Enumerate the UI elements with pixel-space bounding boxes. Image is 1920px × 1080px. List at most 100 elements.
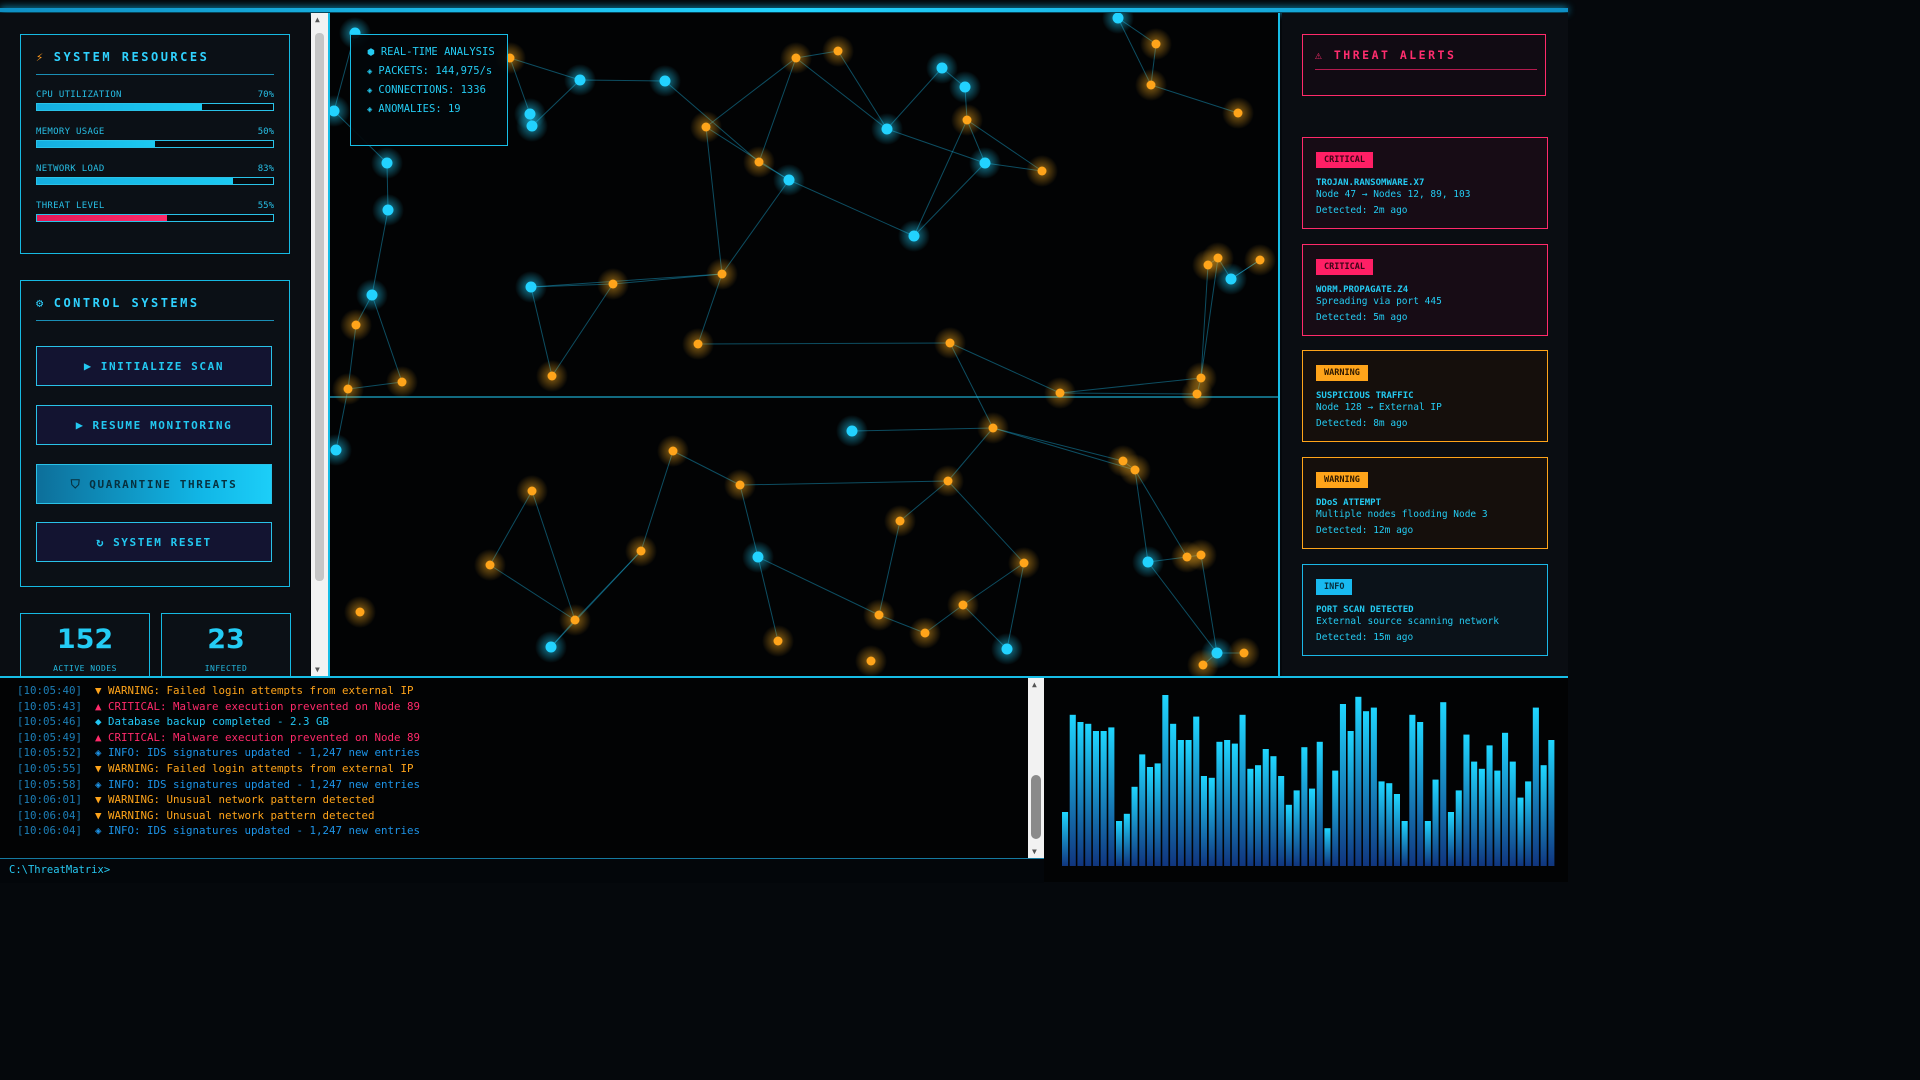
scrollbar-thumb[interactable] bbox=[315, 33, 324, 581]
log-entry: [10:06:01] ▼ WARNING: Unusual network pa… bbox=[17, 792, 375, 807]
active-node[interactable] bbox=[949, 71, 981, 103]
active-node[interactable] bbox=[871, 113, 903, 145]
active-node[interactable] bbox=[969, 147, 1001, 179]
spectrum-bar bbox=[1200, 776, 1207, 866]
infected-node[interactable] bbox=[682, 328, 714, 360]
command-line[interactable]: C:\ThreatMatrix> bbox=[0, 858, 1044, 883]
infected-node[interactable] bbox=[932, 465, 964, 497]
infected-node[interactable] bbox=[1192, 249, 1224, 281]
infected-node[interactable] bbox=[1135, 69, 1167, 101]
infected-node[interactable] bbox=[934, 327, 966, 359]
log-entry: [10:06:04] ▼ WARNING: Unusual network pa… bbox=[17, 808, 375, 823]
infected-node[interactable] bbox=[822, 35, 854, 67]
active-node[interactable] bbox=[1102, 13, 1134, 34]
console-scrollbar[interactable]: ▲ ▼ bbox=[1028, 678, 1044, 858]
scroll-up-icon[interactable]: ▲ bbox=[315, 15, 320, 24]
infected-node[interactable] bbox=[1044, 377, 1076, 409]
spectrum-bar bbox=[1548, 740, 1555, 866]
network-visualization[interactable]: ⬢REAL-TIME ANALYSIS◈PACKETS: 144,975/s◈C… bbox=[328, 13, 1280, 676]
scroll-up-icon[interactable]: ▲ bbox=[1032, 680, 1037, 689]
command-prompt[interactable]: C:\ThreatMatrix> bbox=[9, 864, 111, 876]
log-entry: [10:05:43] ▲ CRITICAL: Malware execution… bbox=[17, 699, 420, 714]
infected-node[interactable] bbox=[1008, 547, 1040, 579]
initialize-scan-button[interactable]: ▶INITIALIZE SCAN bbox=[36, 346, 272, 386]
infected-node[interactable] bbox=[884, 505, 916, 537]
active-node[interactable] bbox=[898, 220, 930, 252]
active-node[interactable] bbox=[742, 541, 774, 573]
spectrum-bar bbox=[1355, 696, 1362, 866]
active-node[interactable] bbox=[991, 633, 1023, 665]
active-node[interactable] bbox=[371, 147, 403, 179]
infected-node[interactable] bbox=[706, 258, 738, 290]
network-link bbox=[550, 550, 642, 648]
console-log: [10:05:40] ▼ WARNING: Failed login attem… bbox=[0, 678, 1028, 858]
infected-node[interactable] bbox=[1222, 97, 1254, 129]
active-node[interactable] bbox=[564, 64, 596, 96]
infected-node[interactable] bbox=[344, 596, 376, 628]
infected-node[interactable] bbox=[1228, 637, 1260, 669]
infected-node[interactable] bbox=[762, 625, 794, 657]
active-node[interactable] bbox=[516, 110, 548, 142]
infected-node[interactable] bbox=[625, 535, 657, 567]
infected-node[interactable] bbox=[474, 549, 506, 581]
scroll-down-icon[interactable]: ▼ bbox=[315, 665, 320, 674]
infected-node[interactable] bbox=[951, 104, 983, 136]
infected-node[interactable] bbox=[690, 111, 722, 143]
infected-node[interactable] bbox=[536, 360, 568, 392]
infected-node[interactable] bbox=[1181, 378, 1213, 410]
infected-node[interactable] bbox=[780, 42, 812, 74]
scroll-down-icon[interactable]: ▼ bbox=[1032, 847, 1037, 856]
active-node[interactable] bbox=[773, 164, 805, 196]
infected-node[interactable] bbox=[1119, 454, 1151, 486]
spectrum-bar bbox=[1309, 788, 1316, 866]
infected-node[interactable] bbox=[597, 268, 629, 300]
infected-node[interactable] bbox=[1244, 244, 1276, 276]
infected-node[interactable] bbox=[332, 373, 364, 405]
infected-node[interactable] bbox=[1026, 155, 1058, 187]
infected-node[interactable] bbox=[863, 599, 895, 631]
active-node[interactable] bbox=[330, 95, 350, 127]
infected-node[interactable] bbox=[743, 146, 775, 178]
log-message: ◆ Database backup completed - 2.3 GB bbox=[95, 715, 330, 729]
active-node[interactable] bbox=[1215, 263, 1247, 295]
active-node[interactable] bbox=[372, 194, 404, 226]
network-link bbox=[551, 283, 614, 377]
infected-node[interactable] bbox=[724, 469, 756, 501]
infected-node[interactable] bbox=[909, 617, 941, 649]
system-reset-button[interactable]: ↻SYSTEM RESET bbox=[36, 522, 272, 562]
active-node[interactable] bbox=[535, 631, 567, 663]
infected-node[interactable] bbox=[657, 435, 689, 467]
active-node[interactable] bbox=[1132, 546, 1164, 578]
alert-level-badge: WARNING bbox=[1316, 472, 1368, 489]
resume-monitoring-button[interactable]: ▶RESUME MONITORING bbox=[36, 405, 272, 445]
infected-node[interactable] bbox=[386, 366, 418, 398]
infected-node[interactable] bbox=[516, 475, 548, 507]
active-node[interactable] bbox=[926, 52, 958, 84]
left-panel-scrollbar[interactable]: ▲ ▼ bbox=[311, 13, 328, 676]
active-node[interactable] bbox=[836, 415, 868, 447]
network-graph[interactable] bbox=[330, 13, 1278, 676]
infected-node[interactable] bbox=[947, 589, 979, 621]
spectrum-bar bbox=[1486, 745, 1493, 866]
active-node[interactable] bbox=[515, 271, 547, 303]
infected-node[interactable] bbox=[1187, 649, 1219, 676]
log-entry: [10:05:58] ◈ INFO: IDS signatures update… bbox=[17, 777, 420, 792]
infected-node[interactable] bbox=[1140, 28, 1172, 60]
spectrum-bar bbox=[1301, 747, 1308, 866]
infected-node[interactable] bbox=[340, 309, 372, 341]
infected-node[interactable] bbox=[559, 604, 591, 636]
active-node[interactable] bbox=[356, 279, 388, 311]
infected-node[interactable] bbox=[1185, 539, 1217, 571]
infected-node[interactable] bbox=[855, 645, 887, 676]
quarantine-threats-button[interactable]: ⛉QUARANTINE THREATS bbox=[36, 464, 272, 504]
infected-node[interactable] bbox=[977, 412, 1009, 444]
active-node[interactable] bbox=[330, 434, 352, 466]
scrollbar-thumb[interactable] bbox=[1031, 775, 1041, 839]
active-node[interactable] bbox=[649, 65, 681, 97]
